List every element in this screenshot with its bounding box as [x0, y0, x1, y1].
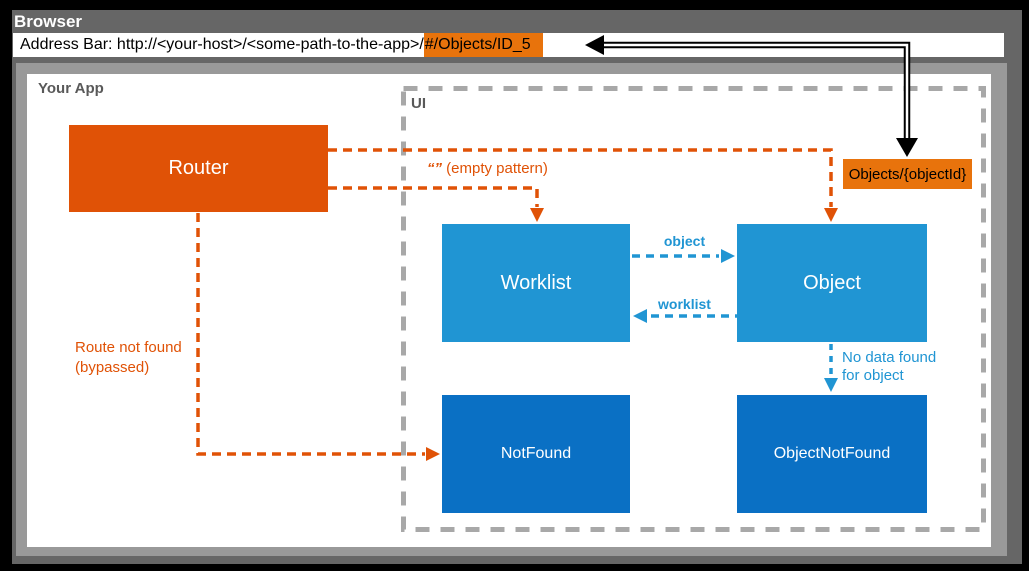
- empty-pattern-annotation: “” (empty pattern): [427, 160, 548, 177]
- object-node: Object: [737, 224, 927, 342]
- objectnotfound-node: ObjectNotFound: [737, 395, 927, 513]
- worklist-node-label: Worklist: [500, 271, 572, 294]
- objectnotfound-node-label: ObjectNotFound: [773, 445, 891, 462]
- browser-title: Browser: [14, 12, 83, 31]
- route-not-found-annotation: Route not found (bypassed): [75, 339, 182, 376]
- worklist-node: Worklist: [442, 224, 630, 342]
- ui-label: UI: [411, 95, 426, 112]
- router-node: Router: [69, 125, 328, 212]
- route-pattern-badge: Objects/{objectId}: [843, 159, 972, 189]
- address-url-text: Address Bar: http://<your-host>/<some-pa…: [20, 36, 424, 53]
- object-edge-label: object: [663, 233, 706, 249]
- worklist-edge-label: worklist: [658, 296, 711, 312]
- address-bar: Address Bar: http://<your-host>/<some-pa…: [13, 33, 1004, 57]
- route-pattern-label: Objects/{objectId}: [848, 165, 967, 183]
- no-data-annotation: No data found for object: [842, 349, 937, 384]
- notfound-node: NotFound: [442, 395, 630, 513]
- object-node-label: Object: [803, 271, 861, 294]
- router-node-label: Router: [168, 157, 229, 179]
- address-hash-route-highlight: #/Objects/ID_5: [423, 33, 543, 57]
- your-app-label: Your App: [38, 80, 104, 97]
- notfound-node-label: NotFound: [500, 445, 572, 462]
